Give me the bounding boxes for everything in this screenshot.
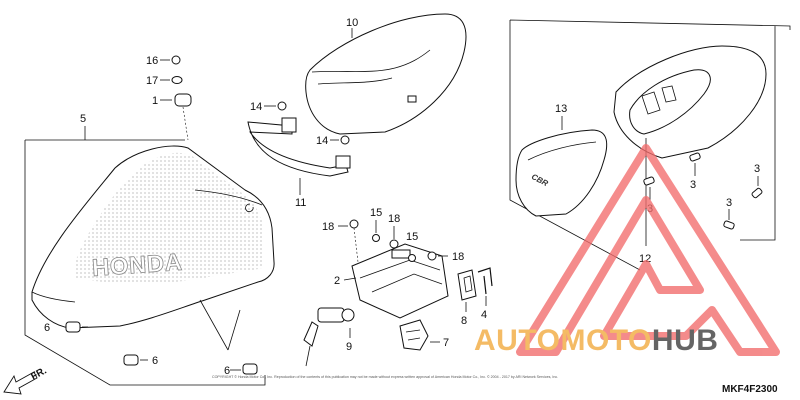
- callout-8: 8: [461, 315, 467, 327]
- callout-18c: 18: [452, 251, 464, 263]
- key-cylinder-face: [341, 308, 355, 322]
- callout-11: 11: [295, 197, 306, 209]
- callout-15b: 15: [406, 231, 418, 243]
- watermark-brand-part2: HUB: [652, 324, 719, 357]
- callout-3c: 3: [754, 163, 760, 175]
- rider-seat-front-lip: [31, 291, 76, 303]
- callout-5: 5: [80, 113, 86, 125]
- watermark-logo: [516, 144, 780, 356]
- bolt-14b: [340, 135, 350, 145]
- bolt-18a: [349, 219, 359, 229]
- bolt-14a: [277, 101, 287, 111]
- leader-2: [343, 277, 357, 281]
- spring-clip: [477, 267, 493, 295]
- copyright-notice: COPYRIGHT © Honda Motor Co., Inc. Reprod…: [212, 375, 558, 379]
- seat-brand-text: HONDA: [91, 249, 183, 282]
- seat-cowl-cover-edge: [527, 141, 597, 161]
- callout-16: 16: [146, 55, 158, 67]
- key-blade: [305, 345, 311, 367]
- seat-lock-group: 2 18 15 18 15 18 9 7: [303, 207, 464, 367]
- bolt-18c: [427, 251, 437, 261]
- seat-cowl-cover: [515, 129, 608, 217]
- seat-cowl-frame: [509, 19, 791, 271]
- seat-strap-group: 14 14 11: [247, 101, 351, 209]
- seat-cowl-cutout: [641, 85, 677, 115]
- seat-latch: [399, 319, 429, 351]
- callout-4: 4: [481, 309, 487, 321]
- pillion-seat-group: 10: [305, 13, 467, 135]
- rider-seat-side-edge: [194, 189, 263, 206]
- seat-lock-bracket: [351, 243, 449, 319]
- grommet-1: [174, 93, 192, 107]
- callout-10: 10: [346, 17, 358, 29]
- pillion-seat: [305, 13, 467, 135]
- strap-bracket-front: [335, 155, 351, 169]
- bolt-15a: [372, 234, 380, 242]
- cable-guide-inner: [463, 275, 473, 293]
- callout-6a: 6: [44, 322, 50, 334]
- rubber-cushion-c: [242, 363, 258, 375]
- callout-15a: 15: [370, 207, 382, 219]
- callout-6c: 6: [224, 365, 230, 377]
- strap-bracket-rear: [281, 117, 297, 133]
- callout-13: 13: [555, 103, 567, 115]
- key-cylinder: [317, 307, 345, 323]
- callout-3a: 3: [690, 179, 696, 191]
- front-direction-arrow-icon: [3, 371, 38, 395]
- washer-17: [171, 76, 183, 84]
- rider-seat-group: HONDA 6 6 6 5 FR.: [3, 113, 275, 395]
- watermark-brand: AUTOMOTOHUB: [474, 324, 718, 357]
- callout-17: 17: [146, 75, 158, 87]
- callout-14a: 14: [250, 101, 262, 113]
- grommet-3a: [689, 152, 701, 162]
- seat-latch-detail: [405, 329, 421, 341]
- rubber-cushion-a: [65, 321, 81, 333]
- callout-1: 1: [152, 95, 158, 107]
- seat-cowl-inner: [629, 69, 711, 135]
- seat-cowl-group: 12 CBR 13 3 3 3 3: [509, 19, 791, 271]
- bolt-18b: [389, 239, 399, 249]
- pillion-seat-top-edge: [311, 49, 431, 73]
- ignition-key: [303, 321, 319, 347]
- bolt-18a-guide: [353, 227, 359, 263]
- grommet-3d: [723, 220, 735, 230]
- top-hardware-group: 16 17 1: [146, 55, 192, 141]
- bolt-16: [171, 55, 181, 65]
- leader-6-seat: [199, 299, 241, 351]
- callout-6b: 6: [152, 355, 158, 367]
- callout-14b: 14: [316, 135, 328, 147]
- watermark: AUTOMOTOHUB: [474, 144, 780, 357]
- rider-seat-mark: [245, 203, 254, 213]
- rubber-cushion-b: [123, 354, 139, 366]
- grommet-guide-line: [182, 106, 189, 141]
- diagram-reference-code: MKF4F2300: [722, 384, 778, 395]
- callout-3d: 3: [726, 197, 732, 209]
- watermark-brand-part1: AUTOMOTO: [474, 324, 652, 357]
- bolt-15b: [408, 254, 416, 262]
- grommet-3b: [643, 176, 655, 186]
- callout-9: 9: [346, 341, 352, 353]
- bracket-slot: [391, 249, 411, 259]
- grommet-3c: [751, 187, 763, 199]
- callout-18b: 18: [388, 213, 400, 225]
- front-direction-label: FR.: [29, 365, 49, 382]
- pillion-seat-inner-edge: [317, 77, 393, 85]
- callout-2: 2: [334, 275, 340, 287]
- cable-guide: [457, 269, 477, 301]
- callout-7: 7: [443, 337, 449, 349]
- small-parts-group: 8 4: [457, 267, 493, 327]
- pillion-seat-hook: [407, 95, 417, 103]
- callout-18a: 18: [322, 221, 334, 233]
- rider-seat-frame: [24, 139, 266, 386]
- rider-seat-dotted-area: [75, 152, 264, 284]
